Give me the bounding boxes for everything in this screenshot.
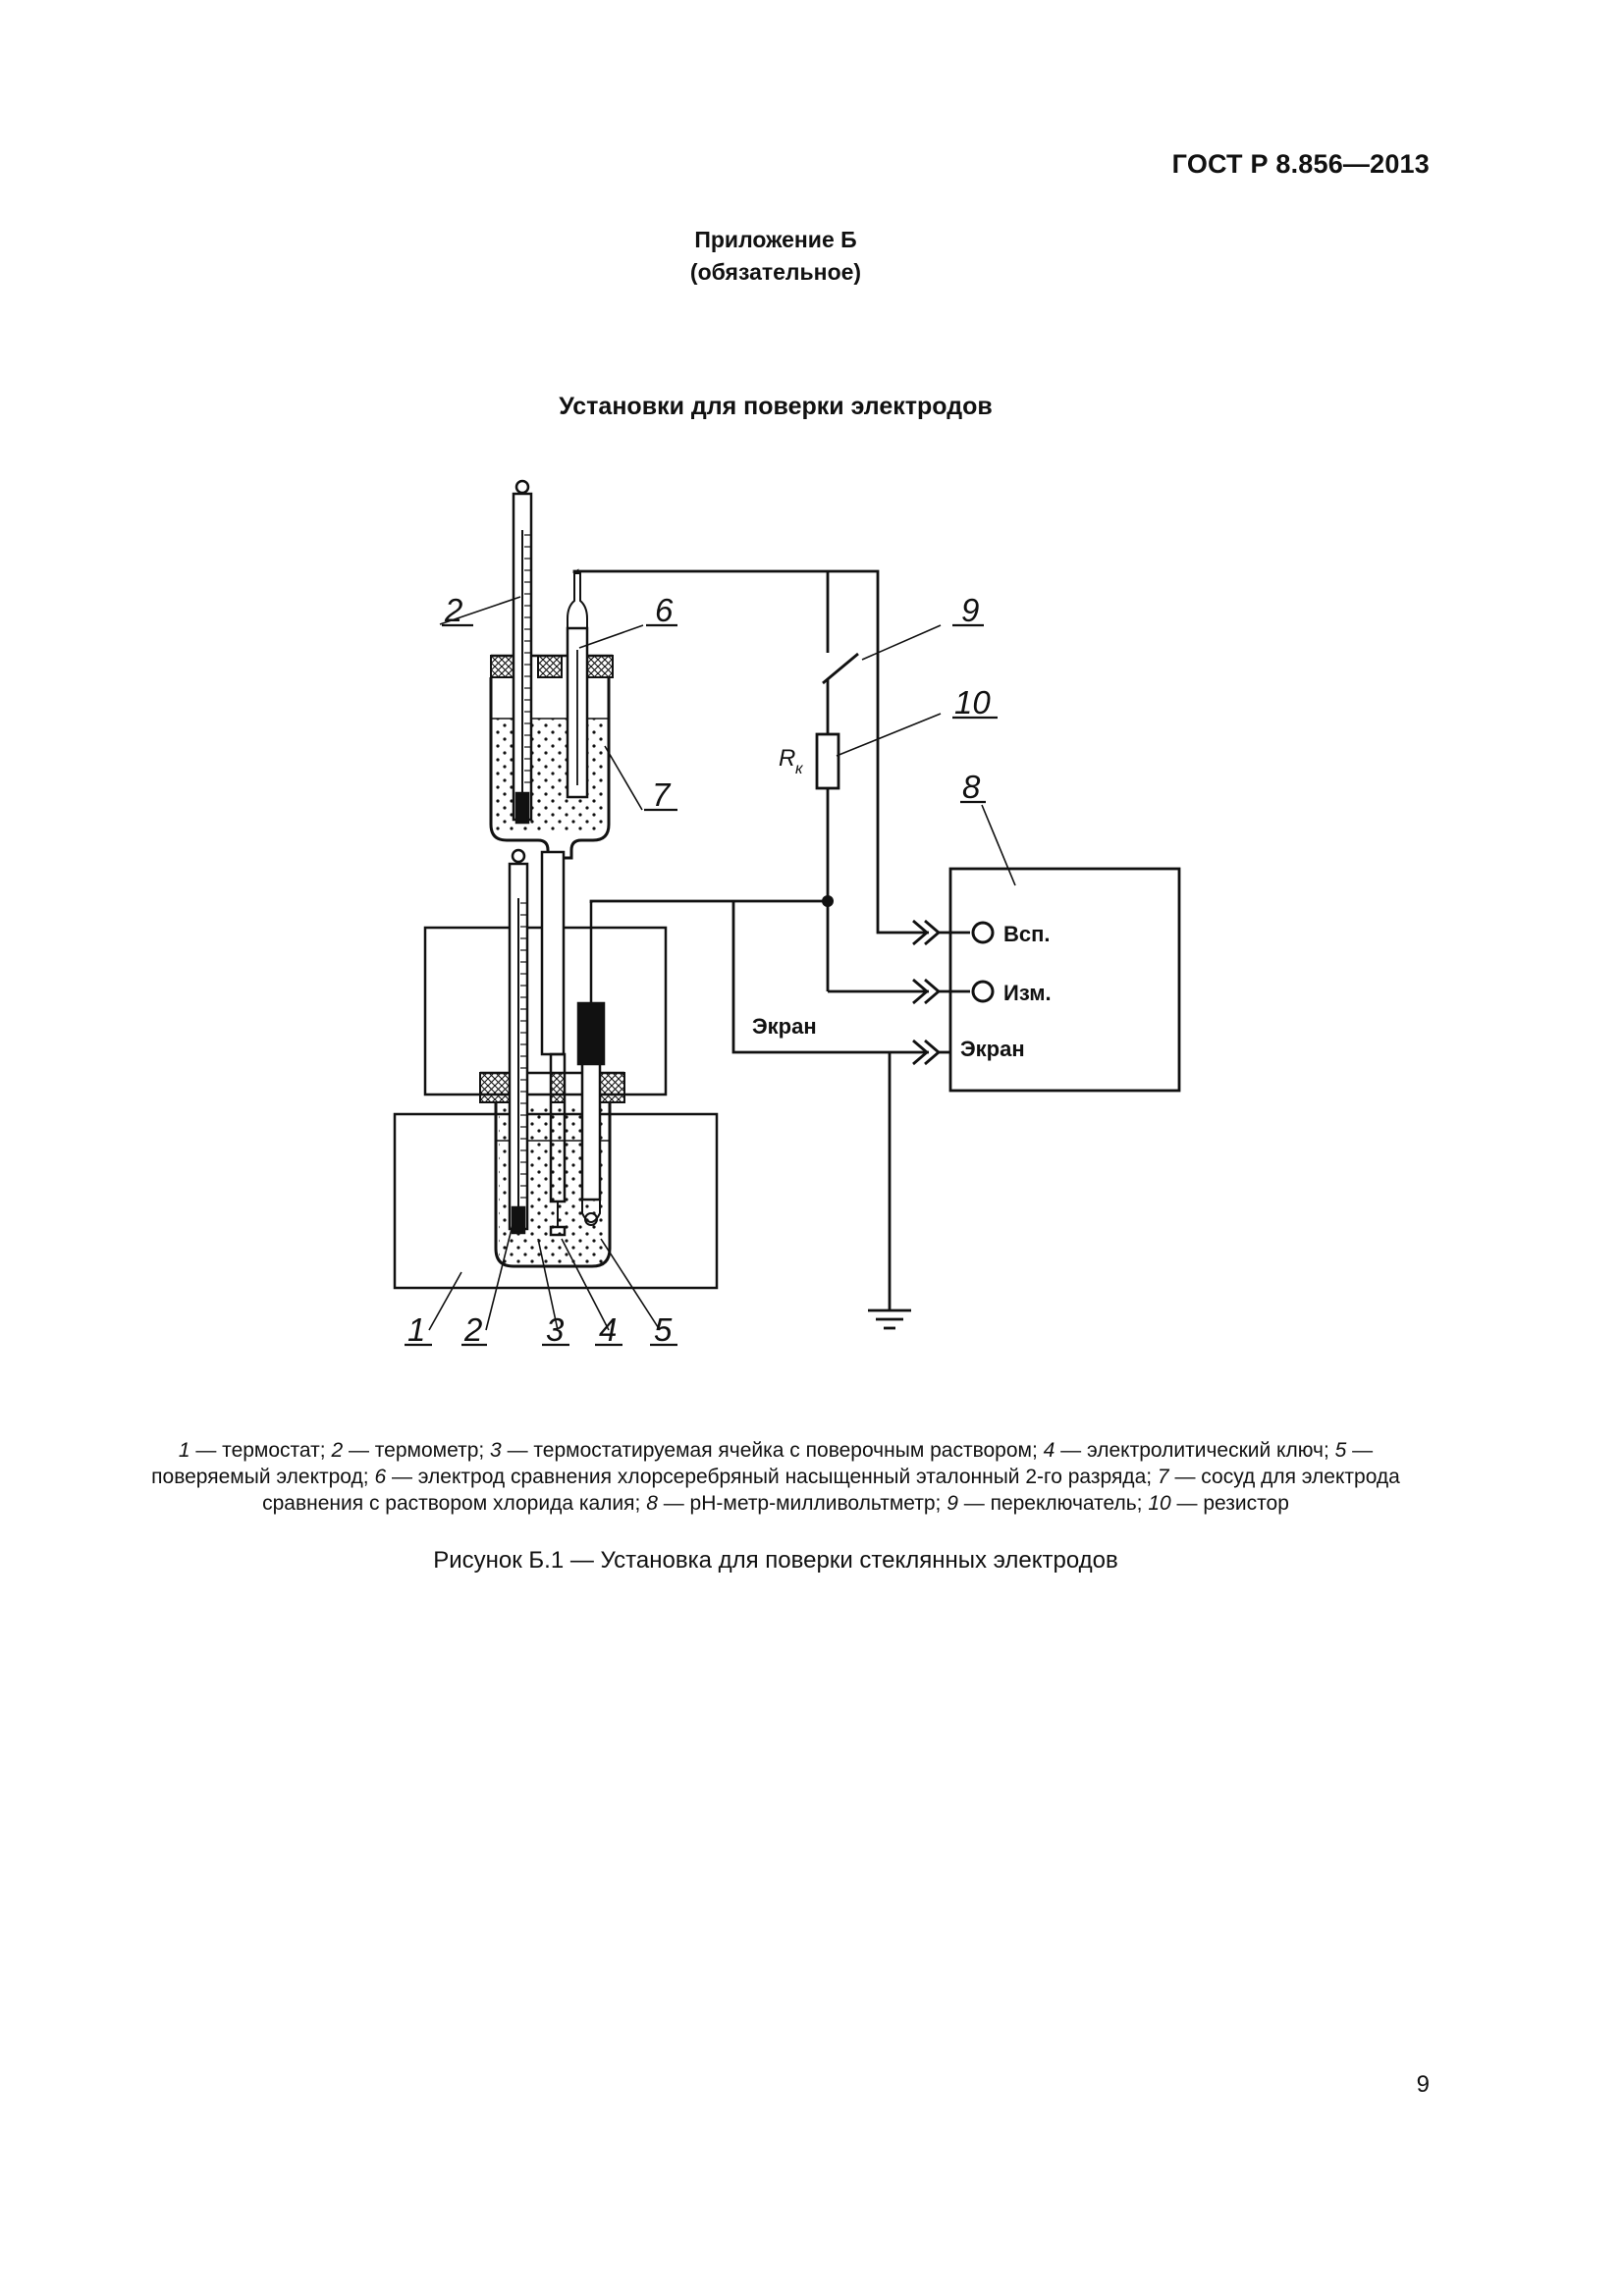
legend-item-text: — сосуд для электрода сравнения с раство… bbox=[262, 1466, 1400, 1515]
legend-item-text: — переключатель; bbox=[957, 1492, 1149, 1515]
lower-thermometer bbox=[508, 848, 529, 1235]
callout-10: 10 bbox=[954, 684, 991, 721]
annex-status: (обязательное) bbox=[689, 259, 862, 285]
legend-item: 3 — термостатируемая ячейка с поверочным… bbox=[490, 1439, 1044, 1462]
figure-caption: Рисунок Б.1 — Установка для поверки стек… bbox=[433, 1547, 1118, 1574]
wire-screen-label: Экран bbox=[752, 1014, 817, 1039]
document-code: ГОСТ Р 8.856—2013 bbox=[1171, 149, 1430, 179]
annex-heading: Приложение Б (обязательное) bbox=[0, 224, 1551, 289]
legend-item: 9 — переключатель; bbox=[947, 1492, 1148, 1515]
legend-item: 1 — термостат; bbox=[179, 1439, 332, 1462]
legend-item-text: — резистор bbox=[1170, 1492, 1289, 1515]
legend-item-text: — электрод сравнения хлорсеребряный насы… bbox=[386, 1466, 1158, 1488]
callout-7: 7 bbox=[652, 776, 672, 813]
reference-vessel bbox=[489, 654, 614, 860]
legend-item-number: 7 bbox=[1157, 1466, 1169, 1488]
callout-1: 1 bbox=[407, 1311, 425, 1348]
legend-item-number: 5 bbox=[1334, 1439, 1347, 1462]
callout-3: 3 bbox=[546, 1311, 565, 1348]
legend-item-text: — термостатируемая ячейка с поверочным р… bbox=[501, 1439, 1044, 1462]
callout-4: 4 bbox=[599, 1311, 617, 1348]
legend-item-text: — термостат; bbox=[189, 1439, 332, 1462]
terminal-aux-label: Всп. bbox=[1003, 922, 1051, 946]
junction-dot bbox=[822, 895, 834, 907]
ph-meter bbox=[948, 867, 1181, 1093]
legend-item-text: — электролитический ключ; bbox=[1055, 1439, 1335, 1462]
callout-9: 9 bbox=[961, 592, 979, 628]
connectors bbox=[912, 919, 970, 1066]
legend-item: 8 — pH-метр-милливольтметр; bbox=[646, 1492, 947, 1515]
callout-5: 5 bbox=[654, 1311, 673, 1348]
legend-item: 4 — электролитический ключ; bbox=[1044, 1439, 1335, 1462]
legend-item: 6 — электрод сравнения хлорсеребряный на… bbox=[374, 1466, 1157, 1488]
legend-item-number: 9 bbox=[947, 1492, 958, 1515]
ground-icon bbox=[868, 1308, 911, 1330]
callout-underlines bbox=[405, 623, 998, 1347]
annex-title: Приложение Б bbox=[694, 227, 857, 252]
figure-legend: 1 — термостат; 2 — термометр; 3 — термос… bbox=[128, 1437, 1424, 1517]
legend-item-number: 1 bbox=[178, 1439, 190, 1462]
legend-item-number: 10 bbox=[1148, 1492, 1171, 1515]
wiring bbox=[572, 568, 929, 1310]
callout-8: 8 bbox=[962, 769, 981, 805]
callout-2-upper: 2 bbox=[444, 592, 462, 628]
reference-electrode bbox=[566, 572, 589, 799]
legend-item: 7 — сосуд для электрода сравнения с раст… bbox=[262, 1466, 1400, 1515]
upper-thermometer bbox=[512, 479, 533, 825]
resistor-symbol: R bbox=[779, 745, 795, 772]
legend-item-number: 8 bbox=[646, 1492, 658, 1515]
legend-item-text: — термометр; bbox=[343, 1439, 491, 1462]
legend-item-text: — pH-метр-милливольтметр; bbox=[657, 1492, 947, 1515]
legend-item-number: 2 bbox=[331, 1439, 344, 1462]
section-title: Установки для поверки электродов bbox=[559, 393, 993, 420]
electrolytic-key bbox=[540, 850, 567, 1237]
callout-6: 6 bbox=[655, 592, 674, 628]
callout-numbers: 2 6 9 10 7 8 1 2 3 4 5 bbox=[407, 592, 991, 1348]
callout-2-lower: 2 bbox=[463, 1311, 482, 1348]
legend-item-number: 3 bbox=[490, 1439, 502, 1462]
legend-item-number: 6 bbox=[374, 1466, 387, 1488]
legend-item-text: — поверяемый электрод; bbox=[151, 1439, 1374, 1488]
legend-item: 5 — поверяемый электрод; bbox=[151, 1439, 1373, 1488]
legend-item: 10 — резистор bbox=[1148, 1492, 1289, 1515]
resistor bbox=[815, 732, 840, 790]
tested-electrode bbox=[576, 903, 606, 1226]
legend-item: 2 — термометр; bbox=[331, 1439, 490, 1462]
page-number: 9 bbox=[1416, 2071, 1430, 2098]
terminal-meas-label: Изм. bbox=[1003, 981, 1052, 1005]
resistor-subscript: к bbox=[795, 761, 804, 777]
legend-item-number: 4 bbox=[1043, 1439, 1055, 1462]
leader-lines bbox=[428, 596, 1016, 1331]
test-cell bbox=[479, 1071, 625, 1268]
terminal-screen-label: Экран bbox=[960, 1037, 1025, 1061]
